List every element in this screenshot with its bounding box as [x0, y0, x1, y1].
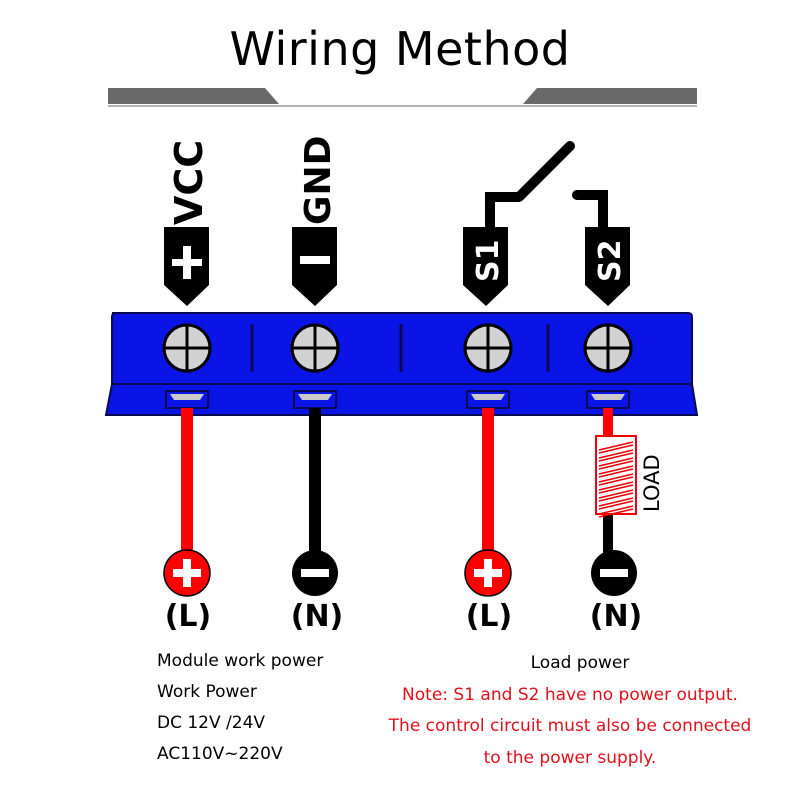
- wire-s1: [482, 408, 494, 554]
- load-power-heading: Load power: [530, 653, 630, 673]
- load-resistor: [595, 435, 637, 518]
- gnd-label: GND: [298, 135, 339, 225]
- note-line-1: Note: S1 and S2 have no power output.: [402, 685, 738, 705]
- terminal-tag-s1: [463, 227, 508, 306]
- work-power-line: Work Power: [157, 682, 257, 702]
- screw-s2: [583, 323, 633, 373]
- wire-slot: [165, 390, 209, 409]
- live-label-2: (L): [466, 599, 513, 634]
- wire-slot: [466, 390, 510, 409]
- neutral-connector-2: [591, 550, 637, 596]
- wire-gnd: [309, 408, 321, 554]
- terminal-tag-gnd: [292, 227, 337, 306]
- live-label-1: (L): [165, 599, 212, 634]
- module-power-heading: Module work power: [157, 651, 324, 671]
- terminal-tag-s2: [585, 227, 630, 306]
- wire-s2-top: [603, 408, 613, 436]
- header-divider: [108, 88, 697, 107]
- screw-vcc: [162, 323, 212, 373]
- s1-label: S1: [471, 240, 506, 282]
- ac-voltage-line: AC110V~220V: [157, 744, 283, 764]
- note-line-2: The control circuit must also be connect…: [388, 716, 752, 736]
- minus-icon: [300, 256, 330, 264]
- s2-label: S2: [593, 240, 628, 282]
- wire-s2-bottom: [603, 514, 613, 554]
- load-label: LOAD: [640, 454, 664, 512]
- note-line-3: to the power supply.: [483, 748, 657, 768]
- vcc-label: VCC: [167, 140, 211, 225]
- wire-vcc: [181, 408, 193, 554]
- wire-slot: [293, 390, 337, 409]
- dc-voltage-line: DC 12V /24V: [157, 713, 266, 733]
- terminal-block: [104, 312, 699, 416]
- switch-symbol: [485, 141, 608, 240]
- terminal-tag-vcc: [164, 227, 209, 306]
- neutral-label-1: (N): [291, 599, 344, 634]
- neutral-connector-1: [292, 550, 338, 596]
- wire-slot: [586, 390, 630, 409]
- live-connector-1: [163, 549, 211, 597]
- screw-s1: [463, 323, 513, 373]
- page-title: Wiring Method: [229, 22, 571, 76]
- screw-gnd: [290, 323, 340, 373]
- live-connector-2: [464, 549, 512, 597]
- neutral-label-2: (N): [590, 599, 643, 634]
